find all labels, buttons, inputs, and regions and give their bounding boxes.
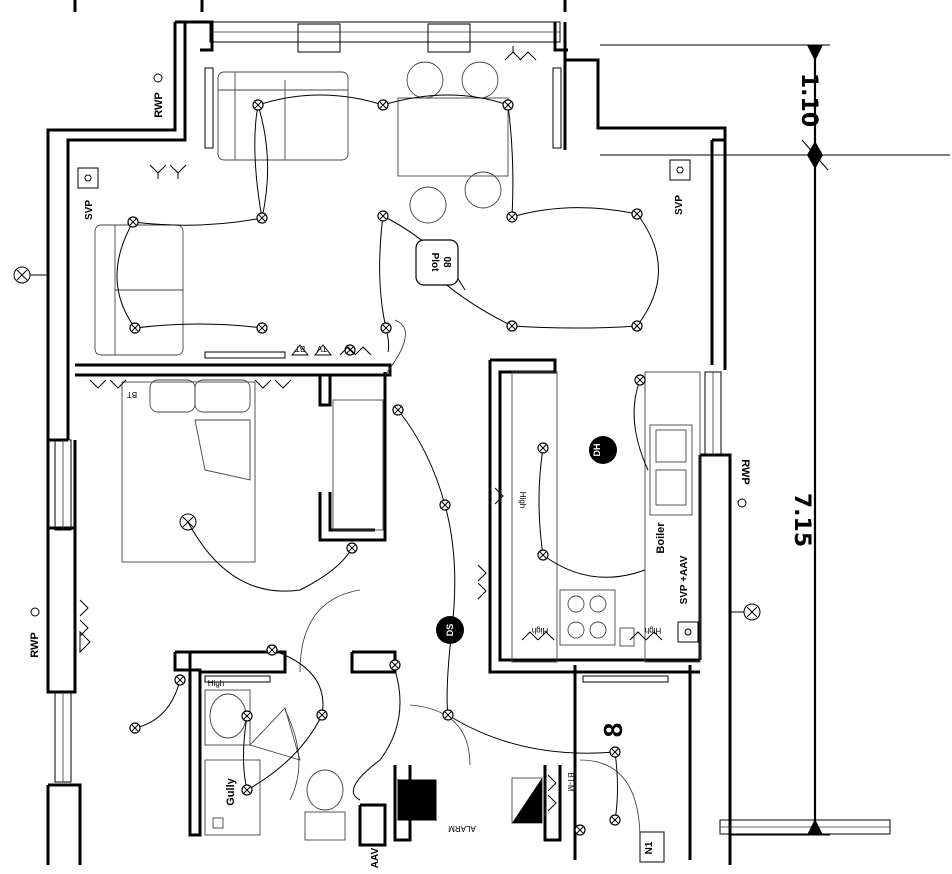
- aav-label: AAV: [370, 847, 381, 868]
- ceiling-light-icon: [129, 722, 141, 734]
- doors: [284, 319, 641, 841]
- svp-box-right: [669, 159, 691, 181]
- dimension-label-main: 7.15: [789, 493, 814, 547]
- rwp-label-right: RWP: [739, 459, 751, 484]
- ceiling-light-icon: [241, 784, 253, 796]
- high-label-bath: High: [208, 679, 224, 688]
- ceiling-light-icon: [537, 549, 549, 561]
- ceiling-light-icon: [506, 211, 518, 223]
- gully-label: Gully: [225, 777, 237, 805]
- high-label-sink: High: [645, 626, 661, 635]
- dh-label: DH: [592, 444, 602, 457]
- outer-walls: [46, 20, 732, 865]
- rwp-label-left: RWP: [29, 632, 41, 657]
- rwp-marker-left: [30, 607, 40, 617]
- n1-label: N1: [644, 841, 655, 854]
- bt-label: BT: [295, 344, 305, 353]
- external-light-icon: [13, 266, 48, 284]
- ceiling-light-icon: [346, 542, 358, 554]
- svp-aav-box: [677, 621, 699, 643]
- ceiling-light-icon: [252, 99, 264, 111]
- rwp-marker: [153, 73, 163, 83]
- ceiling-light-icon: [377, 210, 389, 222]
- ds-badge: [436, 616, 464, 644]
- svp-label-left: SVP: [84, 200, 95, 220]
- sockets: [79, 46, 663, 812]
- ceiling-light-icon: [377, 99, 389, 111]
- external-light-icon-2: [730, 603, 761, 621]
- n1-box: [639, 831, 665, 863]
- ceiling-light-icon: [380, 322, 392, 334]
- dimension-label-top: 1.10: [796, 73, 821, 127]
- ceiling-light-icon: [241, 710, 253, 722]
- bt-label-bed: BT: [127, 390, 137, 399]
- svp-dot-right: [676, 166, 684, 174]
- ceiling-light-icon: [609, 814, 621, 826]
- bt-m-label: BT-M: [566, 772, 575, 791]
- svp-aav-label: SVP +AAV: [679, 555, 690, 604]
- ceiling-light-icon: [439, 499, 451, 511]
- ceiling-light-icon: [442, 709, 454, 721]
- room-number-label: 8: [598, 723, 628, 737]
- boiler-label: Boiler: [655, 522, 667, 554]
- svp-label-right: SVP: [674, 195, 685, 215]
- rwp-marker-right: [737, 498, 747, 508]
- ceiling-light-icon: [537, 442, 549, 454]
- svp-dot-left: [84, 174, 92, 182]
- high-label-hob: High: [532, 626, 548, 635]
- ceiling-light-icon: [266, 644, 278, 656]
- ceiling-light-icon: [506, 320, 518, 332]
- ceiling-light-icon: [631, 208, 643, 220]
- ceiling-light-icon: [127, 216, 139, 228]
- rwp-label-top: RWP: [153, 92, 165, 117]
- plot-line-2: 08: [441, 256, 452, 268]
- wiring: [116, 94, 659, 821]
- ceiling-light-icon: [316, 709, 328, 721]
- ceiling-light-icon: [574, 824, 586, 836]
- plot-line-1: Plot: [429, 253, 440, 273]
- dimension-lines: [600, 44, 950, 836]
- ceiling-light-icon: [256, 212, 268, 224]
- ceiling-light-icon: [634, 374, 646, 386]
- ceiling-light-icon: [389, 659, 401, 671]
- svp-aav-dot: [684, 628, 692, 636]
- alarm-label: ALARM: [448, 824, 476, 833]
- plot-tag: [415, 239, 459, 286]
- ds-label: DS: [445, 624, 455, 637]
- ceiling-light-icon: [129, 322, 141, 334]
- ceiling-light-icon: [609, 746, 621, 758]
- tv-label: TV: [316, 344, 327, 353]
- bedroom-pendant-icon: [179, 513, 197, 531]
- ceiling-light-icon: [344, 344, 356, 356]
- furniture: [94, 61, 701, 841]
- top-edge-marks: [73, 0, 567, 12]
- ceiling-light-icon: [631, 320, 643, 332]
- ceiling-light-icon: [392, 404, 404, 416]
- ceiling-light-icon: [256, 322, 268, 334]
- high-label-kitchen: High: [518, 492, 527, 508]
- ceiling-light-icon: [502, 99, 514, 111]
- svp-box-left: [77, 167, 99, 189]
- windows: [54, 21, 891, 835]
- ceiling-light-icon: [174, 674, 186, 686]
- dh-badge: [589, 436, 617, 464]
